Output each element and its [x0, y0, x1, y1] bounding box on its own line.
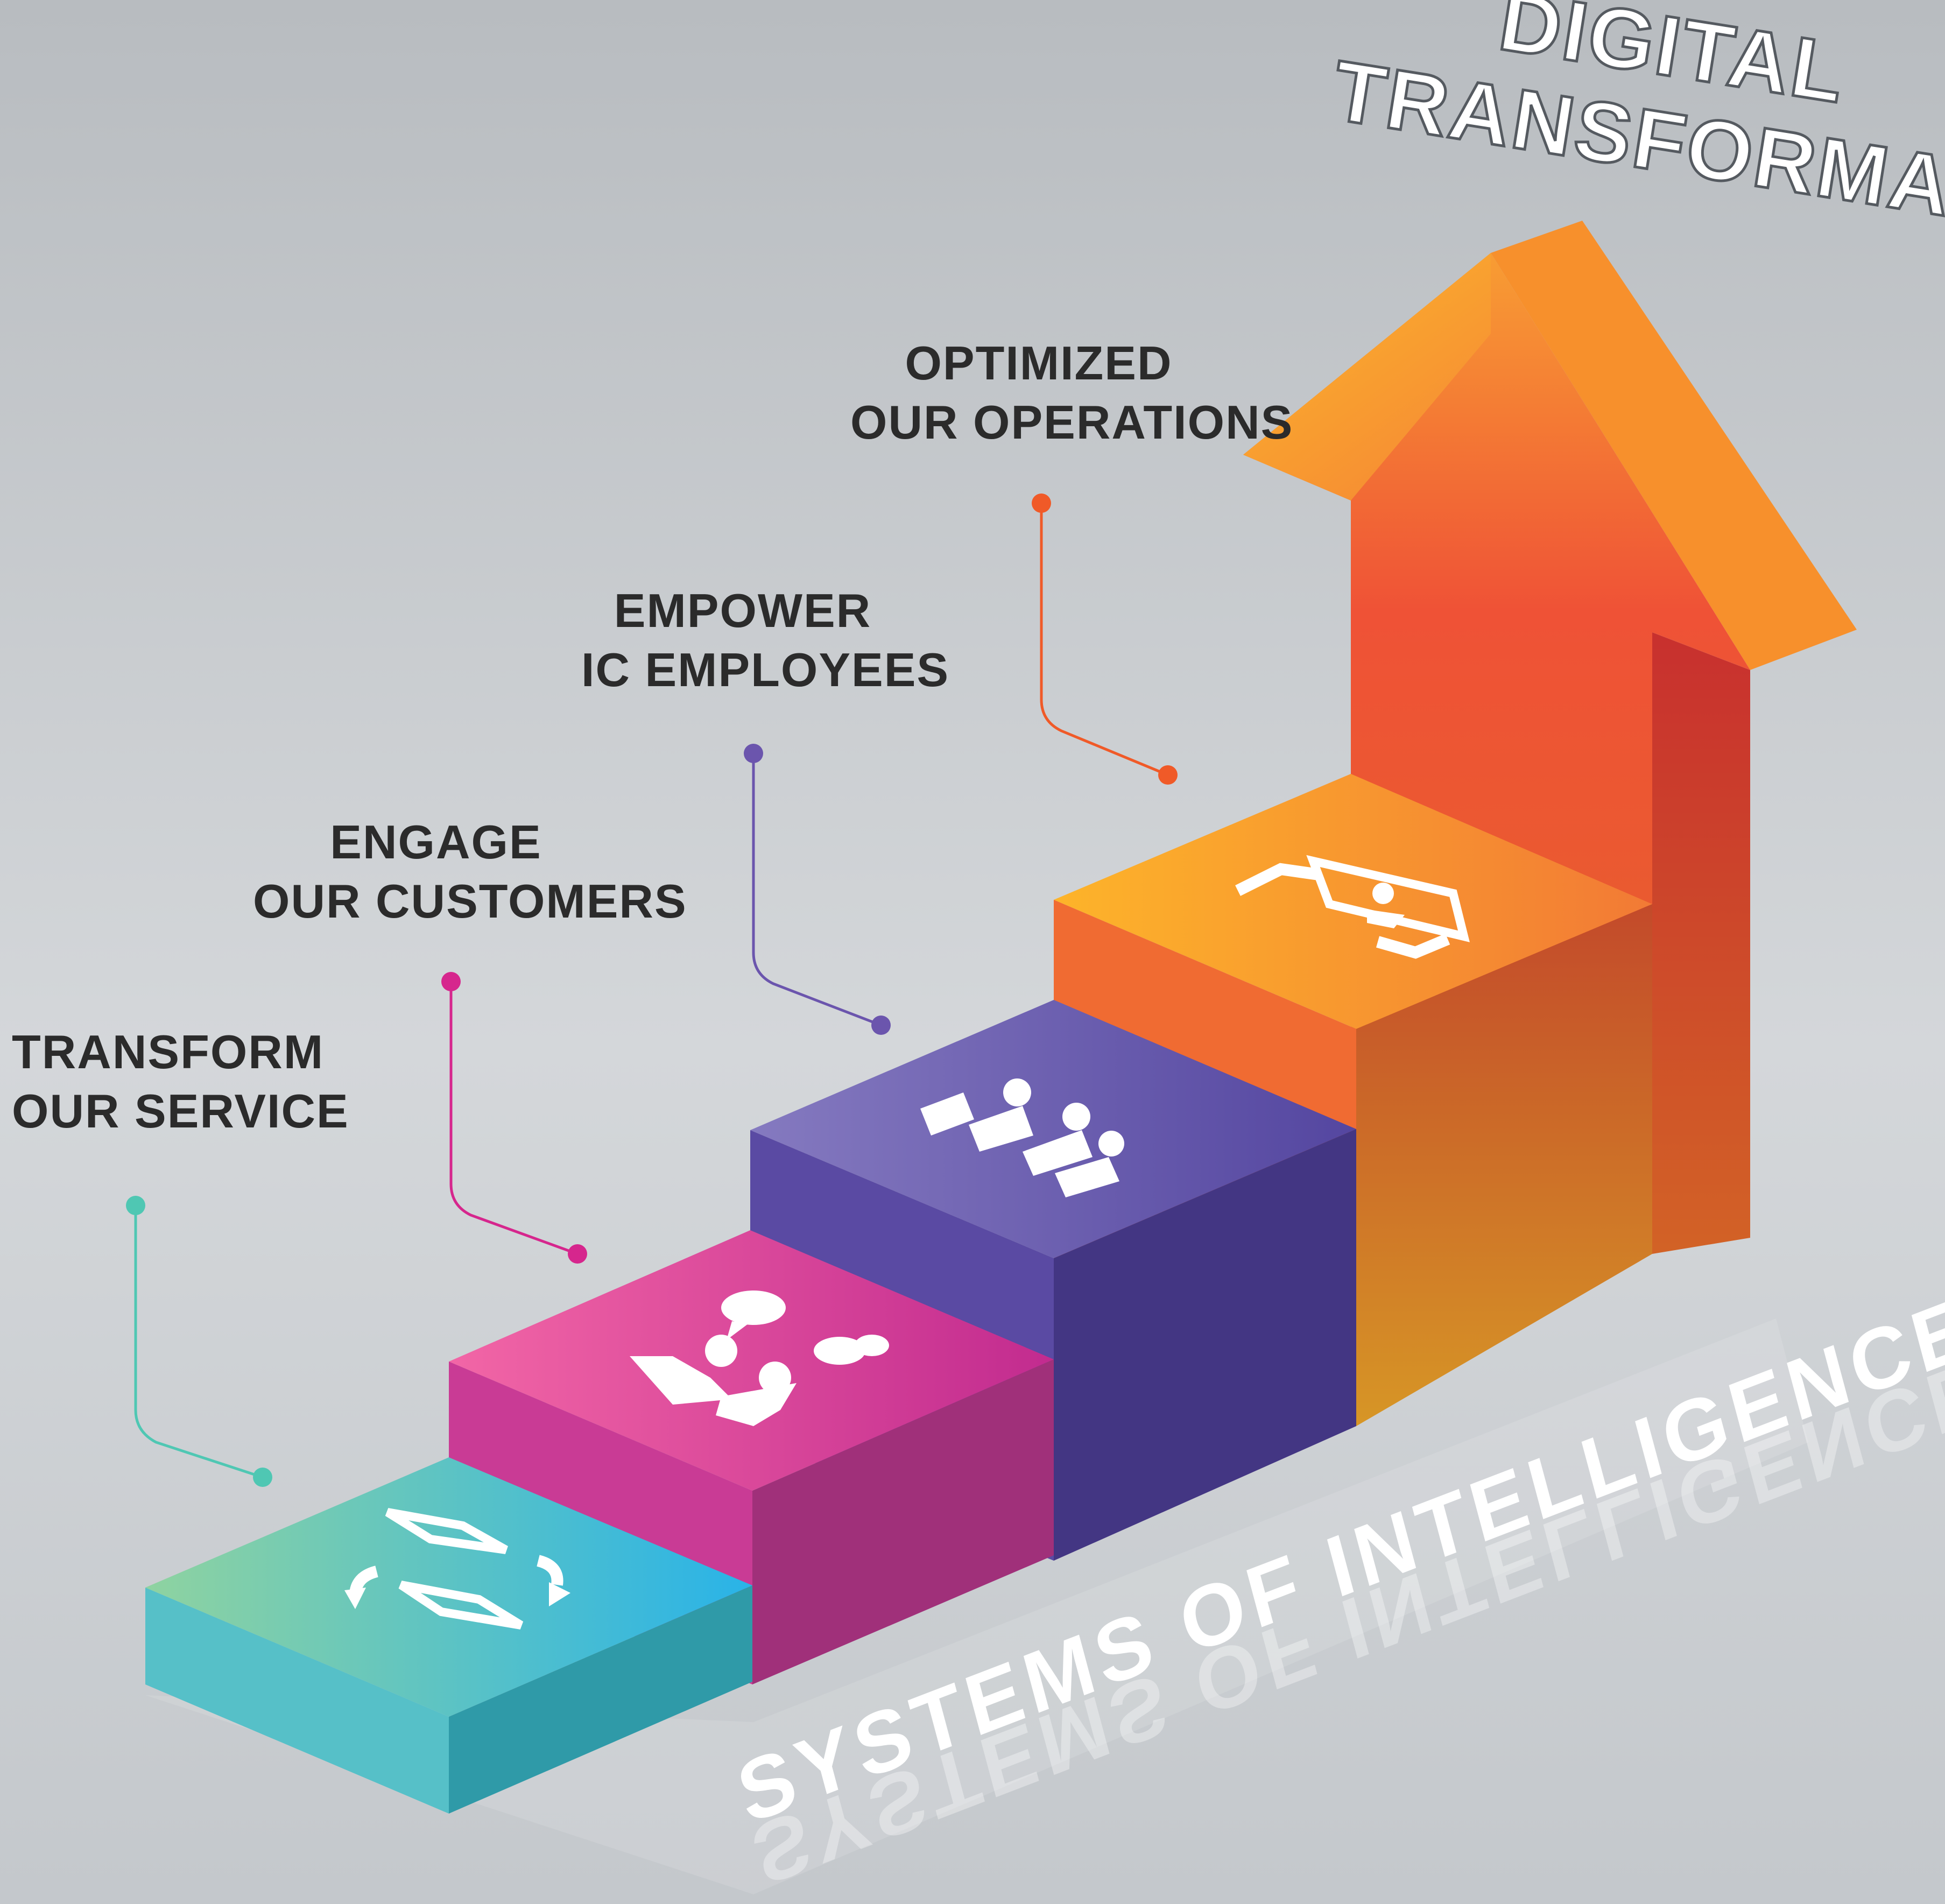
step-4-front [1356, 904, 1652, 1426]
customer-chat-icon [630, 1291, 889, 1426]
step-1-top [145, 1457, 752, 1717]
step-1-block [145, 1457, 752, 1814]
step-1-label-line2: OUR SERVICE [12, 1084, 349, 1138]
step-2-top [449, 1230, 1054, 1491]
step-2-front [752, 1359, 1054, 1684]
step-3-front [1054, 1129, 1356, 1561]
step-3-label: EMPOWER IC EMPLOYEES [581, 581, 950, 700]
team-people-icon [920, 1078, 1124, 1197]
step-1-left [145, 1588, 449, 1814]
connector-2 [441, 972, 587, 1264]
step-2-label-line2: OUR CUSTOMERS [253, 875, 687, 928]
step-4-top [1054, 774, 1652, 1029]
arrow-head-side [1491, 221, 1857, 670]
arrow-head-highlight [1243, 253, 1491, 500]
handshake-tablet-icon [1235, 855, 1470, 959]
connector-1 [126, 1196, 272, 1487]
step-4-label-line2: OUR OPERATIONS [850, 396, 1294, 449]
connector-4 [1032, 493, 1178, 785]
step-3-top [750, 1000, 1356, 1258]
step-2-label-line1: ENGAGE [330, 815, 542, 869]
step-4-label: OPTIMIZED OUR OPERATIONS [850, 334, 1294, 452]
step-3-label-line1: EMPOWER [614, 584, 872, 637]
connector-3 [744, 744, 891, 1035]
step-4-label-line1: OPTIMIZED [905, 336, 1173, 390]
step-1-label: TRANSFORM OUR SERVICE [12, 1022, 349, 1141]
transform-cycle-icon [344, 1508, 570, 1630]
step-1-front [449, 1585, 752, 1814]
step-3-label-line2: IC EMPLOYEES [581, 643, 950, 696]
step-2-label: ENGAGE OUR CUSTOMERS [253, 813, 687, 931]
step-1-label-line1: TRANSFORM [12, 1025, 325, 1078]
